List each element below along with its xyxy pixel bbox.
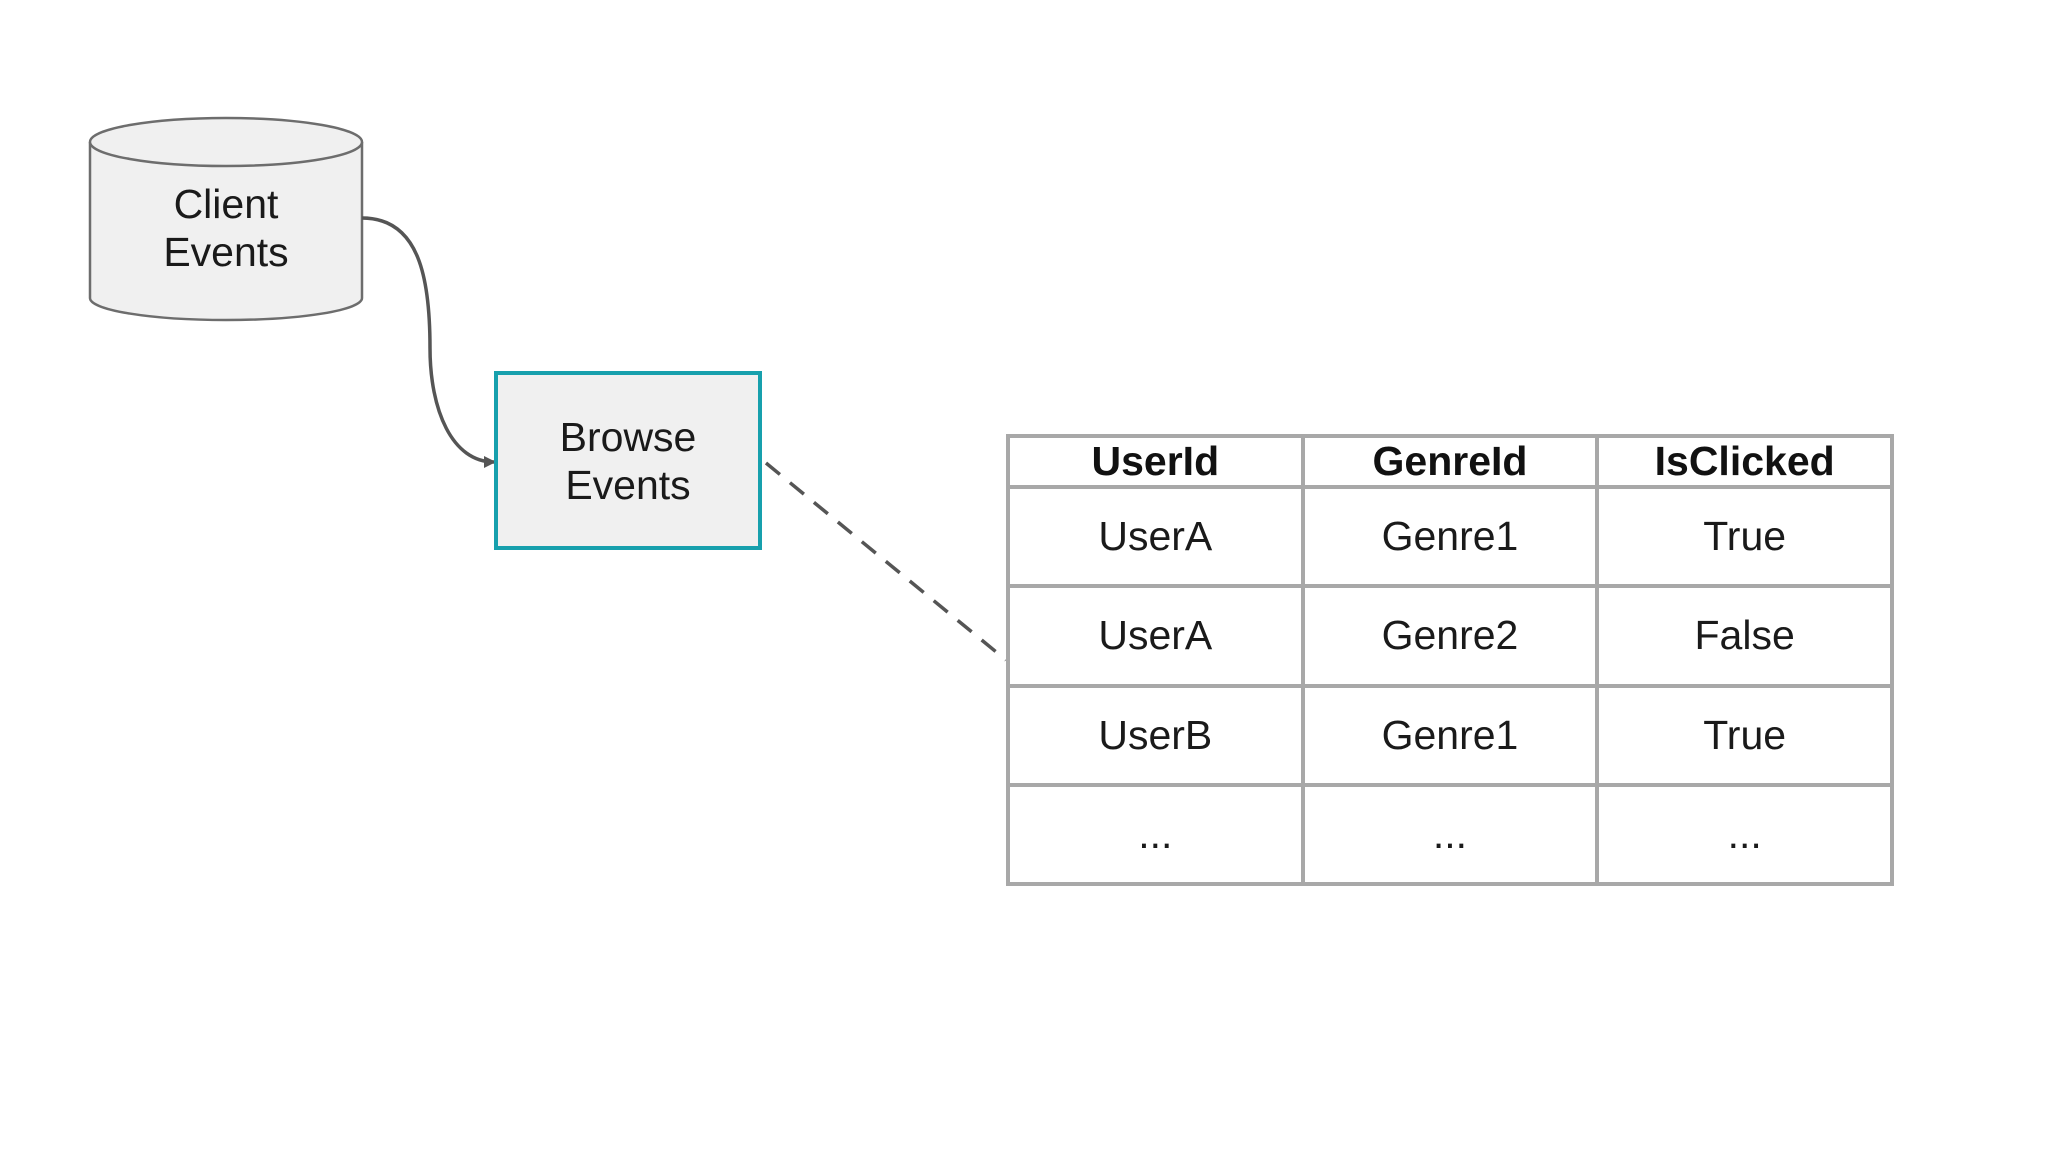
table-cell: False (1595, 584, 1894, 688)
header-userid: UserId (1006, 434, 1305, 489)
table-cell: ... (1595, 782, 1894, 887)
table-cell: UserB (1006, 683, 1305, 787)
flow-arrow (361, 216, 496, 468)
table-cell: Genre1 (1300, 683, 1600, 787)
client-events-cylinder (88, 116, 364, 322)
header-isclicked: IsClicked (1595, 434, 1894, 489)
browse-events-line2: Events (565, 461, 691, 508)
table-cell: ... (1300, 782, 1600, 887)
table-header-row: UserId GenreId IsClicked (1006, 434, 1894, 489)
table-cell: Genre1 (1300, 484, 1600, 589)
table-cell: True (1595, 484, 1894, 589)
table-cell: True (1595, 683, 1894, 787)
events-table: UserId GenreId IsClicked UserA Genre1 Tr… (1006, 434, 1894, 887)
table-row: ... ... ... (1006, 782, 1894, 887)
table-cell: ... (1006, 782, 1305, 887)
client-events-line2: Events (163, 229, 289, 275)
client-events-label: Client Events (90, 180, 362, 276)
table-row: UserA Genre1 True (1006, 484, 1894, 589)
header-genreid: GenreId (1300, 434, 1600, 489)
table-cell: UserA (1006, 484, 1305, 589)
table-row: UserA Genre2 False (1006, 584, 1894, 688)
table-row: UserB Genre1 True (1006, 683, 1894, 787)
table-cell: UserA (1006, 584, 1305, 688)
browse-events-line1: Browse (559, 413, 697, 460)
dashed-connector (764, 461, 1008, 662)
table-cell: Genre2 (1300, 584, 1600, 688)
browse-events-box: Browse Events (494, 371, 762, 550)
client-events-line1: Client (173, 181, 279, 227)
